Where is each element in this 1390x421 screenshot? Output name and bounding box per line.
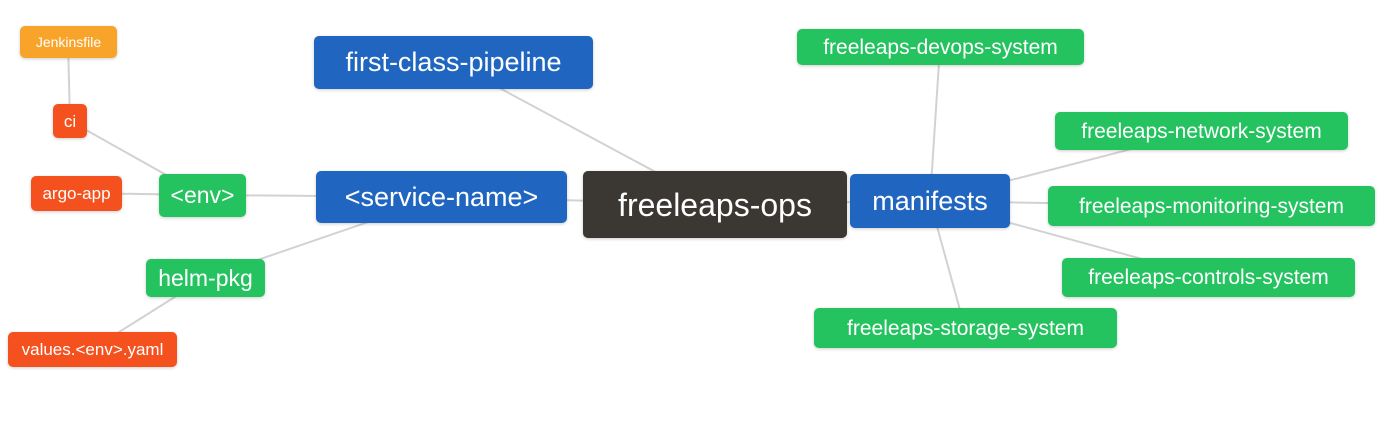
node-argo-app[interactable]: argo-app <box>31 176 122 211</box>
node-helm-pkg[interactable]: helm-pkg <box>146 259 265 297</box>
node-monitoring-system[interactable]: freeleaps-monitoring-system <box>1048 186 1375 226</box>
node-values-env-yaml[interactable]: values.<env>.yaml <box>8 332 177 367</box>
node-controls-system[interactable]: freeleaps-controls-system <box>1062 258 1355 297</box>
node-manifests[interactable]: manifests <box>850 174 1010 228</box>
node-network-system[interactable]: freeleaps-network-system <box>1055 112 1348 150</box>
node-first-class-pipeline[interactable]: first-class-pipeline <box>314 36 593 89</box>
node-freeleaps-ops[interactable]: freeleaps-ops <box>583 171 847 238</box>
node-storage-system[interactable]: freeleaps-storage-system <box>814 308 1117 348</box>
node-service-name[interactable]: <service-name> <box>316 171 567 223</box>
node-jenkinsfile[interactable]: Jenkinsfile <box>20 26 117 58</box>
node-devops-system[interactable]: freeleaps-devops-system <box>797 29 1084 65</box>
node-env[interactable]: <env> <box>159 174 246 217</box>
node-ci[interactable]: ci <box>53 104 87 138</box>
